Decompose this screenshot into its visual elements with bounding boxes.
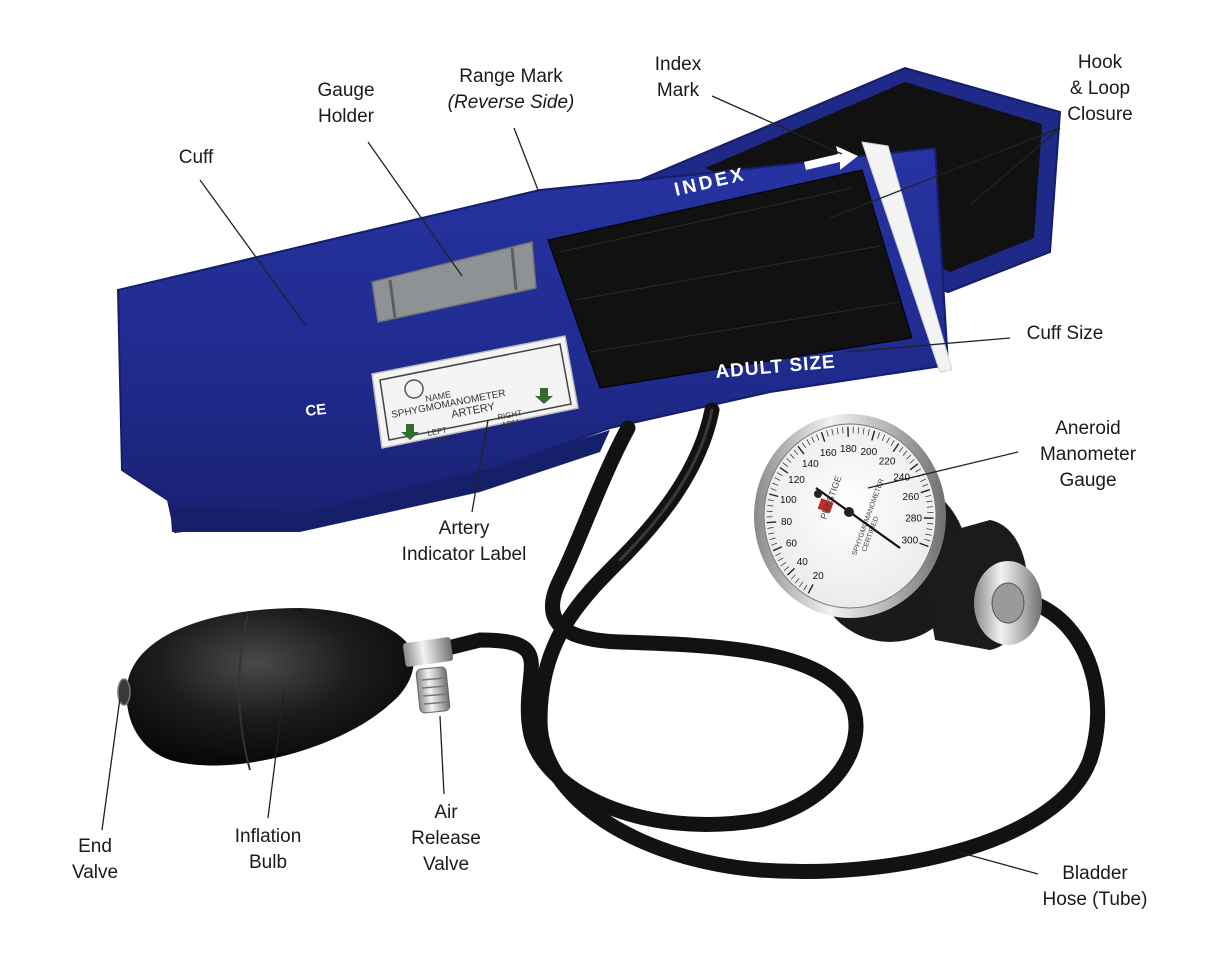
label-bladder-hose-line2: Hose (Tube) — [1030, 887, 1160, 913]
gauge-scale-label: 120 — [788, 475, 805, 486]
label-bladder-hose-line1: Bladder — [1030, 861, 1160, 887]
gauge-tick — [767, 522, 776, 523]
label-aneroid-line2: Manometer — [1028, 442, 1148, 468]
label-inflation-bulb-line1: Inflation — [216, 824, 320, 850]
gauge-scale-label: 160 — [820, 448, 837, 459]
label-bladder-hose: Bladder Hose (Tube) — [1030, 861, 1160, 913]
gauge-scale-label: 140 — [802, 459, 819, 470]
label-cuff-line: Cuff — [156, 145, 236, 171]
label-air-release: Air Release Valve — [396, 800, 496, 878]
label-inflation-bulb: Inflation Bulb — [216, 824, 320, 876]
label-artery-indicator: Artery Indicator Label — [384, 516, 544, 568]
label-range-mark-line1: Range Mark — [436, 64, 586, 90]
label-artery-line2: Indicator Label — [384, 542, 544, 568]
air-release-valve-icon — [416, 667, 450, 714]
label-artery-line1: Artery — [384, 516, 544, 542]
gauge-scale-label: 200 — [860, 447, 877, 458]
label-gauge-holder: Gauge Holder — [296, 78, 396, 130]
label-aneroid-line3: Gauge — [1028, 468, 1148, 494]
label-gauge-holder-line2: Holder — [296, 104, 396, 130]
label-range-mark-line2: (Reverse Side) — [436, 90, 586, 116]
label-cuff-size: Cuff Size — [1010, 321, 1120, 347]
label-hook-loop-line3: Closure — [1040, 102, 1160, 128]
gauge-scale-label: 100 — [780, 495, 797, 506]
gauge-scale-label: 300 — [901, 535, 918, 546]
gauge-scale-label: 80 — [781, 517, 793, 528]
needle-hub — [844, 507, 854, 517]
gauge-scale-label: 220 — [879, 457, 896, 468]
label-inflation-bulb-line2: Bulb — [216, 850, 320, 876]
label-index-mark-line1: Index — [628, 52, 728, 78]
gauge-scale-label: 40 — [797, 557, 809, 568]
label-air-release-line2: Release — [396, 826, 496, 852]
leader-air-release — [440, 716, 444, 794]
label-hook-loop-line1: Hook — [1040, 50, 1160, 76]
inflation-bulb — [118, 608, 453, 770]
label-air-release-line1: Air — [396, 800, 496, 826]
gauge-scale-label: 260 — [902, 492, 919, 503]
label-cuff: Cuff — [156, 145, 236, 171]
label-index-mark-line2: Mark — [628, 78, 728, 104]
leader-bladder-hose — [958, 852, 1038, 874]
label-aneroid: Aneroid Manometer Gauge — [1028, 416, 1148, 494]
ce-mark: CE — [305, 401, 328, 420]
label-index-mark: Index Mark — [628, 52, 728, 104]
leader-end-valve — [102, 698, 120, 830]
label-end-valve: End Valve — [60, 834, 130, 886]
gauge-scale-label: 20 — [813, 571, 825, 582]
label-cuff-size-line: Cuff Size — [1010, 321, 1120, 347]
gauge-scale-label: 180 — [840, 444, 857, 455]
label-air-release-line3: Valve — [396, 852, 496, 878]
gauge-scale-label: 280 — [905, 514, 922, 525]
leader-range-mark — [514, 128, 538, 190]
label-gauge-holder-line1: Gauge — [296, 78, 396, 104]
label-end-valve-line2: Valve — [60, 860, 130, 886]
label-hook-loop: Hook & Loop Closure — [1040, 50, 1160, 128]
label-end-valve-line1: End — [60, 834, 130, 860]
bulb-body — [127, 608, 414, 766]
gauge-scale-label: 60 — [786, 538, 798, 549]
bulb-neck-fitting — [403, 637, 454, 667]
label-range-mark: Range Mark (Reverse Side) — [436, 64, 586, 116]
label-hook-loop-line2: & Loop — [1040, 76, 1160, 102]
label-aneroid-line1: Aneroid — [1028, 416, 1148, 442]
